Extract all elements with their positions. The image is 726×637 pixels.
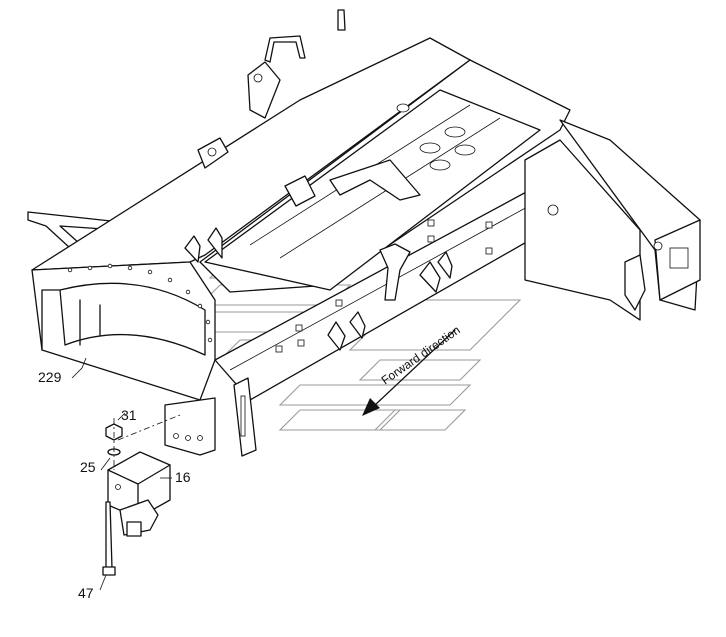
- callout-47: 47: [78, 585, 94, 601]
- callout-31: 31: [121, 407, 137, 423]
- side-hook: [379, 243, 411, 301]
- center-v-bracket: [329, 159, 421, 201]
- callout-16: 16: [175, 469, 191, 485]
- lower-mount-tab: [164, 397, 216, 456]
- top-pin: [337, 9, 346, 31]
- callout-leaders: [71, 357, 172, 591]
- rear-bracket-plate: [524, 139, 641, 321]
- front-flange: [59, 282, 206, 356]
- frame-floor: [204, 89, 541, 291]
- stop-block: [284, 175, 316, 207]
- top-lug: [247, 61, 281, 119]
- rear-lug: [624, 254, 646, 311]
- top-lift-handle: [264, 35, 306, 63]
- callout-229: 229: [38, 369, 62, 385]
- bolt-47: [105, 501, 113, 569]
- forward-direction-label: Forward direction: [379, 323, 463, 388]
- flange-bolts: [67, 263, 213, 343]
- sensor-assembly: [102, 414, 181, 576]
- frame-assembly: [27, 9, 701, 457]
- callout-25: 25: [80, 459, 96, 475]
- forward-direction-arrow: [362, 329, 456, 416]
